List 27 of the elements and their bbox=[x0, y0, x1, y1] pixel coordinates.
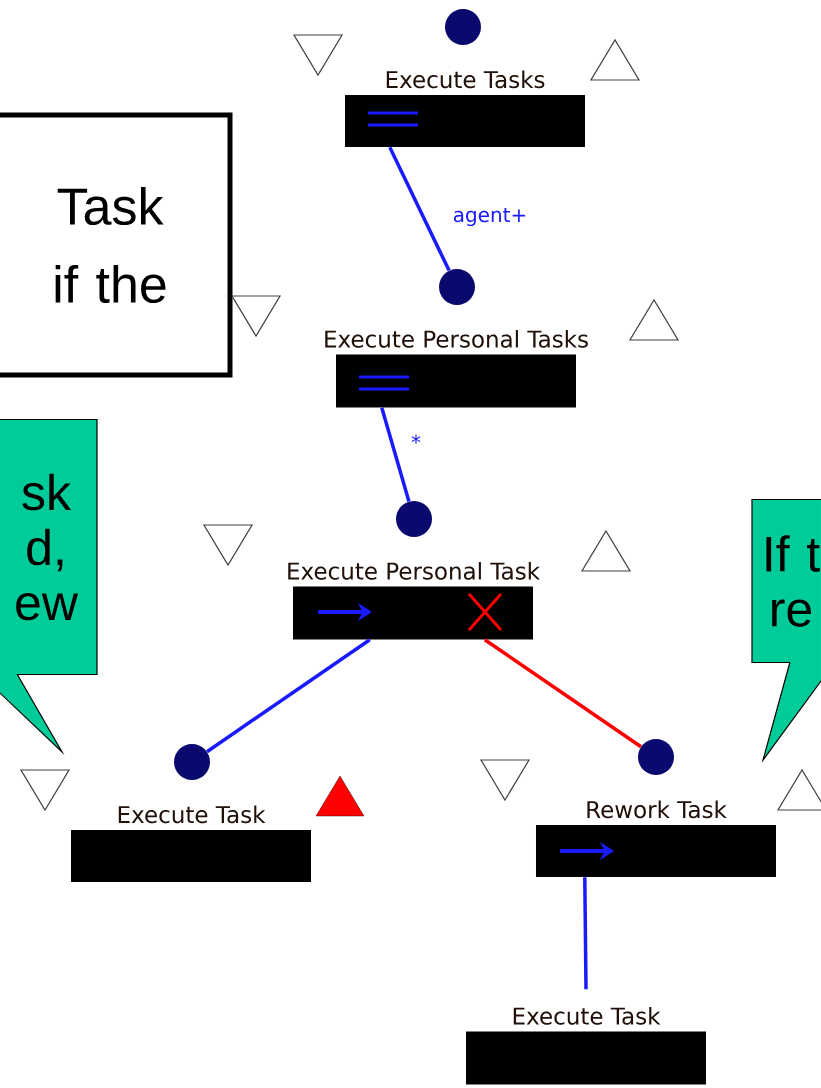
node-label: Execute Personal Task bbox=[288, 561, 540, 580]
connection-dot bbox=[439, 269, 475, 305]
task-bar: Execute Task bbox=[466, 1006, 706, 1085]
connection-dot bbox=[445, 9, 481, 45]
task-bar: Execute Task bbox=[71, 805, 311, 882]
node-label: Execute Tasks bbox=[386, 70, 545, 89]
connector-line bbox=[380, 407, 411, 502]
node-label: Execute Task bbox=[513, 1006, 661, 1025]
connector-line bbox=[388, 146, 451, 272]
speech-bubble: If t re bbox=[751, 498, 821, 763]
connection-dot bbox=[638, 739, 674, 775]
task-bar: Rework Task bbox=[536, 800, 776, 877]
task-bar: Execute Personal Task bbox=[288, 561, 540, 640]
note-box: Task if the bbox=[0, 112, 233, 378]
speech-bubble: sk d, ew bbox=[0, 418, 98, 756]
node-label: Execute Task bbox=[118, 805, 266, 824]
task-bar: Execute Tasks bbox=[345, 70, 585, 147]
connection-dot bbox=[174, 744, 210, 780]
connection-dot bbox=[396, 501, 432, 537]
connector-line bbox=[206, 638, 371, 754]
task-bar: Execute Personal Tasks bbox=[325, 329, 588, 408]
node-label: Rework Task bbox=[587, 800, 727, 819]
connector-line bbox=[583, 877, 588, 990]
edge-label: * bbox=[410, 433, 422, 451]
node-label: Execute Personal Tasks bbox=[325, 329, 588, 348]
connector-line bbox=[483, 638, 642, 749]
edge-label: agent+ bbox=[451, 206, 529, 228]
